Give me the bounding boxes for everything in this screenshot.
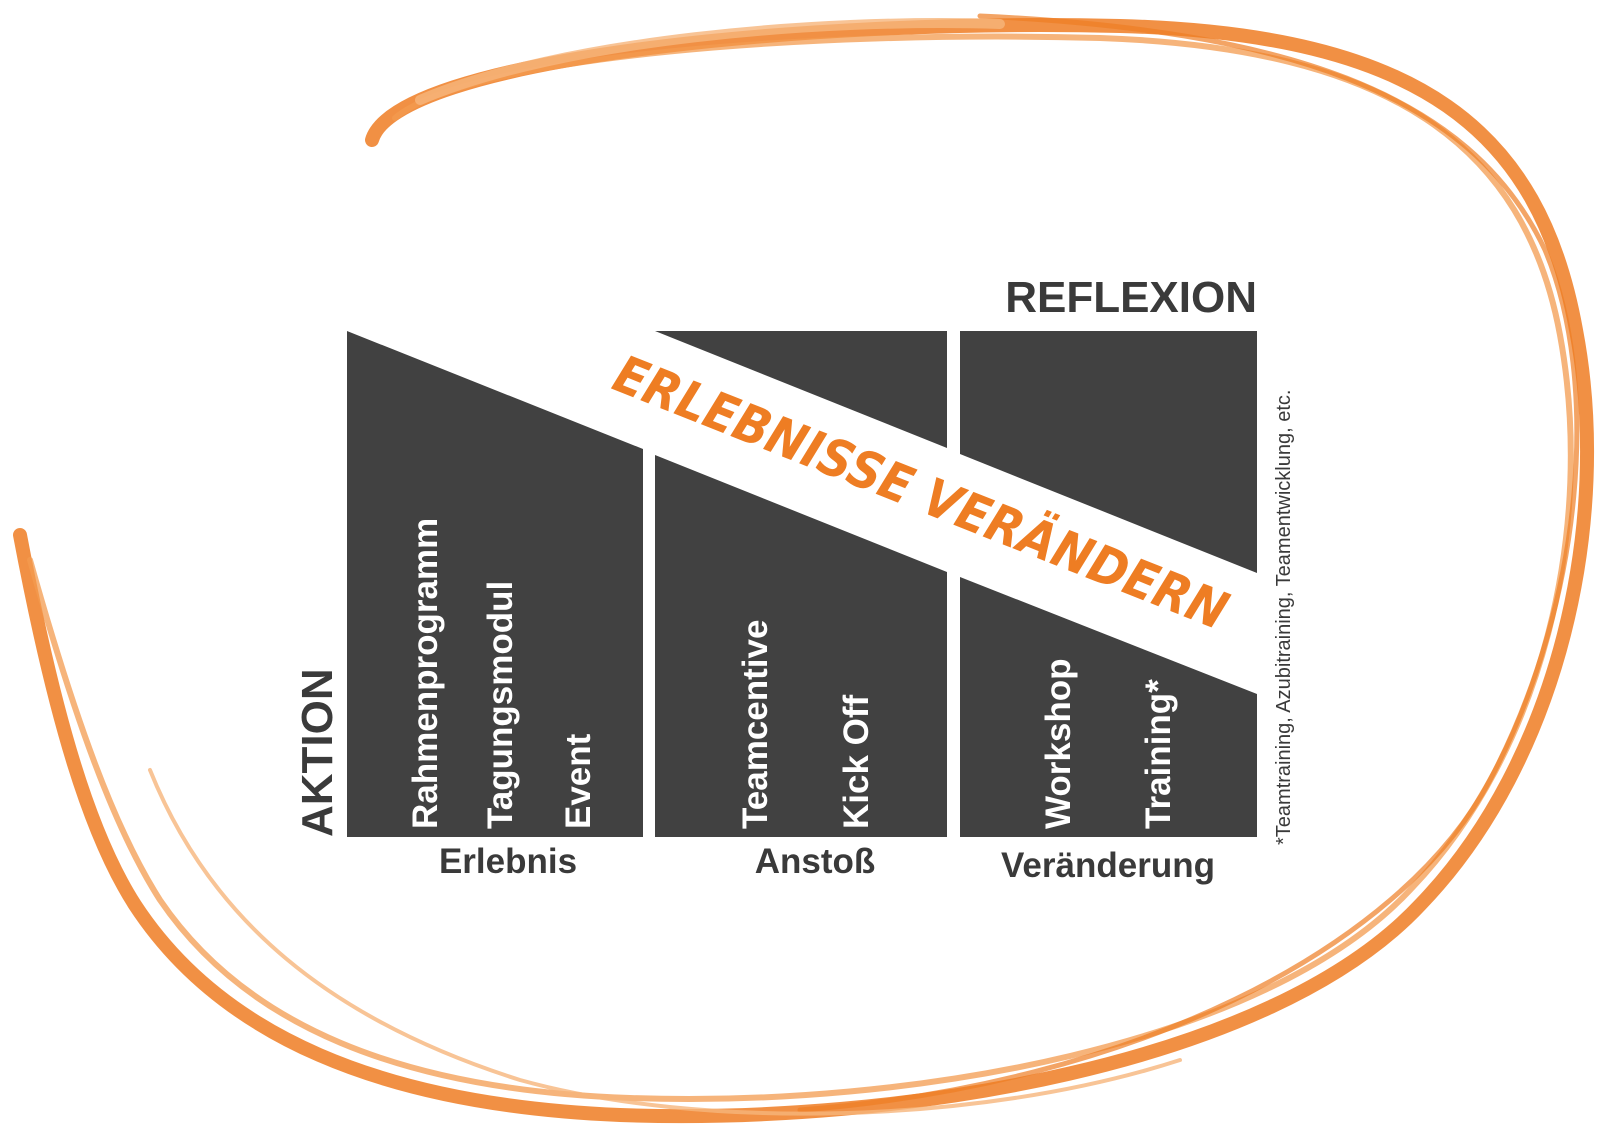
category-label-anstoss: Anstoß [755, 842, 876, 881]
item-event: Event [559, 733, 598, 829]
item-workshop: Workshop [1039, 659, 1078, 829]
item-kick-off: Kick Off [837, 694, 876, 829]
item-tagungsmodul: Tagungsmodul [481, 581, 520, 829]
action-axis-label: AKTION [293, 668, 342, 837]
category-label-veraenderung: Veränderung [1001, 846, 1215, 885]
item-teamcentive: Teamcentive [736, 620, 775, 829]
item-rahmenprogramm: Rahmenprogramm [406, 518, 445, 829]
item-training: Training* [1139, 679, 1178, 829]
category-label-erlebnis: Erlebnis [439, 842, 577, 881]
reflection-axis-label: REFLEXION [1005, 273, 1257, 322]
footnote-text: *Teamtraining, Azubitraining, Teamentwic… [1273, 390, 1295, 845]
